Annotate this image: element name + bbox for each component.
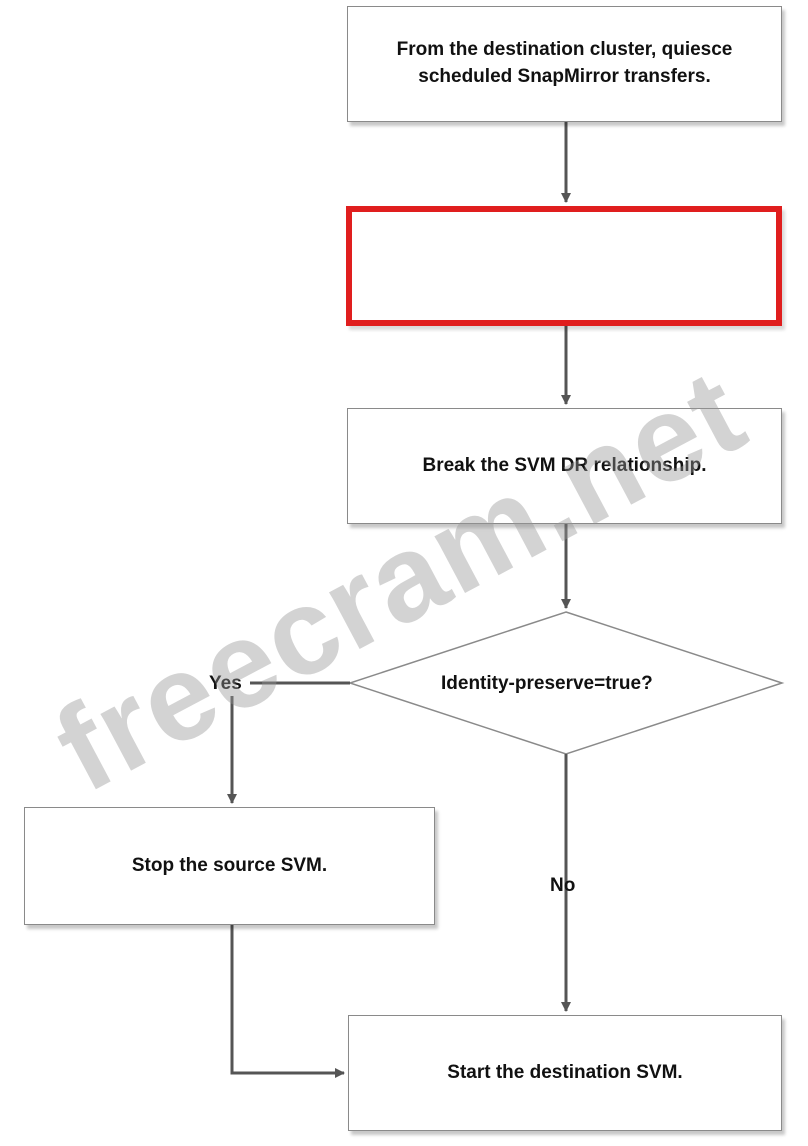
start-destination-svm-step-text: Start the destination SVM. [447, 1061, 683, 1083]
missing-step-box[interactable] [346, 206, 782, 326]
break-svm-dr-step-box: Break the SVM DR relationship. [347, 408, 782, 524]
decision-question-text: Identity-preserve=true? [441, 673, 653, 694]
quiesce-transfers-step-text: From the destination cluster, quiesce sc… [396, 39, 733, 87]
arrow-stop-source-to-start-destination [230, 925, 345, 1078]
start-destination-svm-step-box: Start the destination SVM. [348, 1015, 782, 1131]
quiesce-transfers-step-box: From the destination cluster, quiesce sc… [347, 6, 782, 122]
no-branch-label: No [550, 875, 576, 896]
break-svm-dr-step-text: Break the SVM DR relationship. [422, 454, 707, 476]
stop-source-svm-step-box: Stop the source SVM. [24, 807, 435, 925]
stop-source-svm-step-text: Stop the source SVM. [131, 854, 328, 876]
yes-branch-label: Yes [209, 673, 242, 694]
